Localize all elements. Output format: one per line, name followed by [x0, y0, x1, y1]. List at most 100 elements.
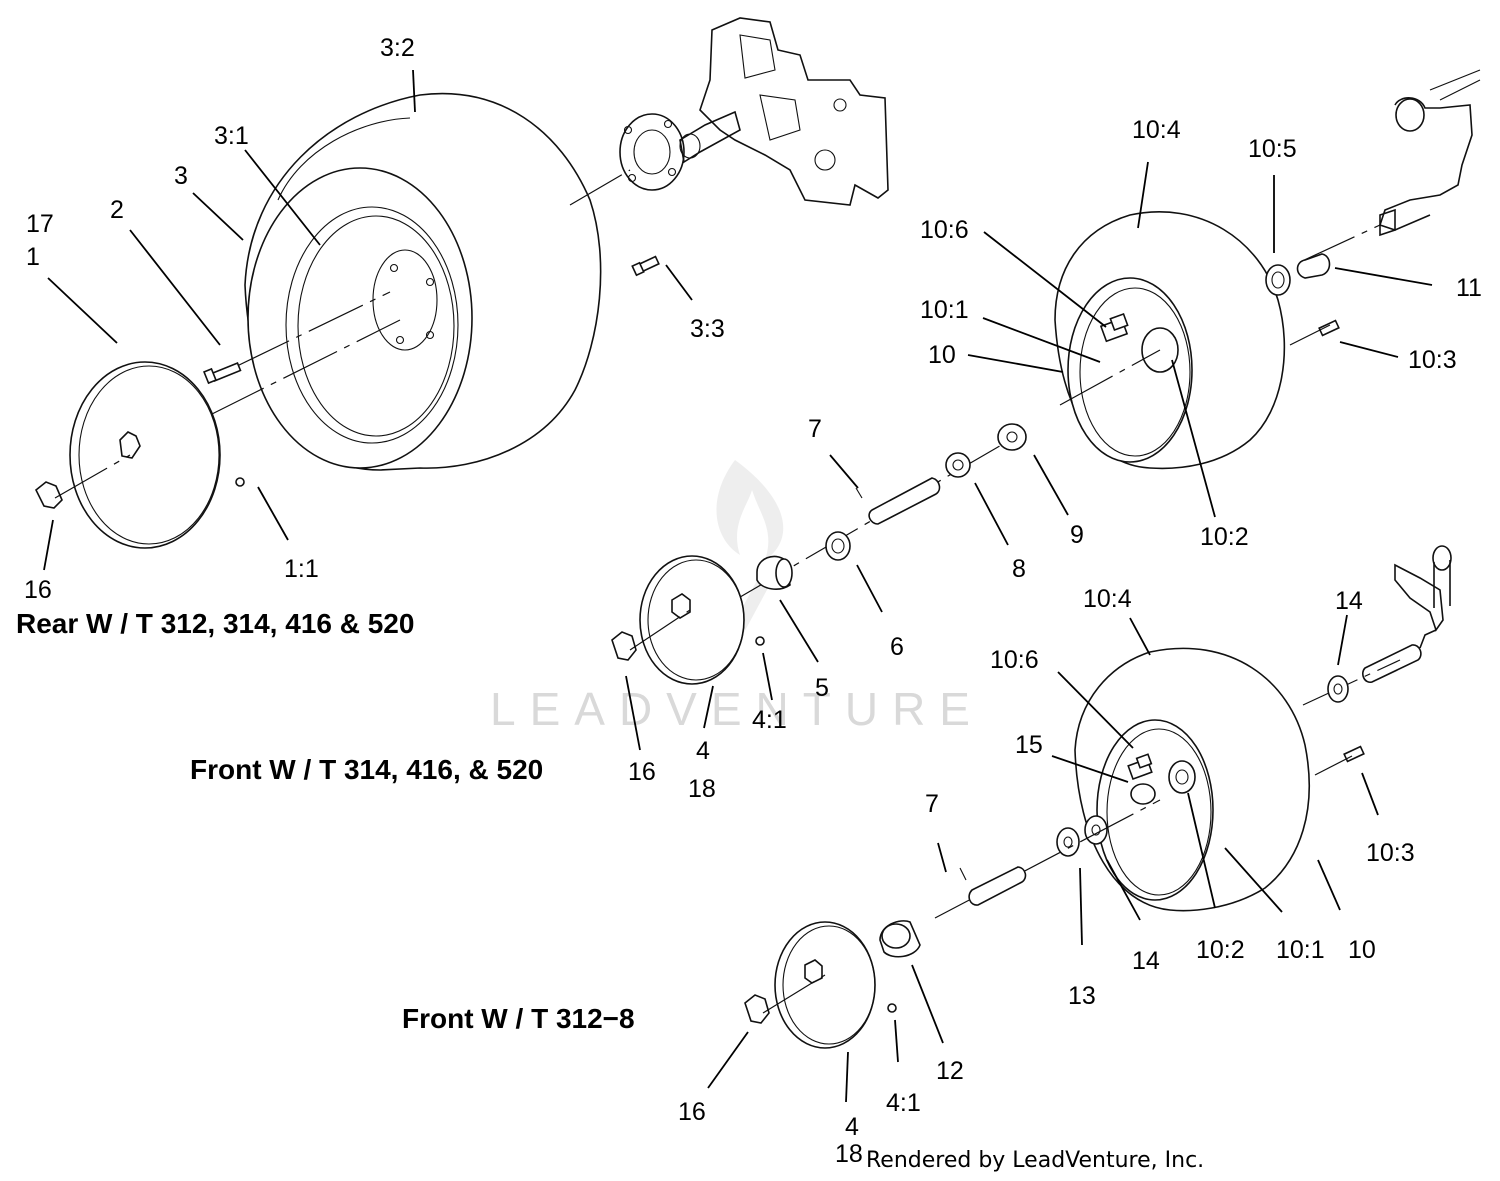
leader-10-lower — [1317, 859, 1341, 911]
middle-retainer-clip — [611, 631, 637, 661]
leader-10-1-upper — [982, 317, 1101, 363]
leader-11 — [1334, 267, 1433, 286]
rear-retainer-clip — [34, 481, 63, 509]
label-10-lower: 10 — [1348, 936, 1376, 964]
lower-spindle — [1362, 545, 1452, 683]
leader-10-4-upper — [1137, 161, 1149, 229]
label-10-6-upper: 10:6 — [920, 216, 969, 244]
label-10-6-lower: 10:6 — [990, 646, 1039, 674]
label-18-lower: 18 — [835, 1140, 863, 1168]
label-4-1-middle: 4:1 — [752, 706, 787, 734]
label-14-top: 14 — [1335, 587, 1363, 615]
rear-assembly — [34, 17, 889, 571]
leader-3 — [192, 192, 244, 241]
lower-hubcap — [774, 921, 897, 1049]
label-10-4-lower: 10:4 — [1083, 585, 1132, 613]
label-13: 13 — [1068, 982, 1096, 1010]
upper-spindle — [1378, 69, 1481, 237]
label-4-middle: 4 — [696, 737, 710, 765]
leader-10-6-lower — [1057, 671, 1134, 749]
label-3-3: 3:3 — [690, 315, 725, 343]
leader-7-middle — [829, 454, 859, 489]
label-10-3-upper: 10:3 — [1408, 346, 1457, 374]
label-14-lower: 14 — [1132, 947, 1160, 975]
leader-4-1-middle — [762, 652, 773, 701]
washer-9 — [997, 423, 1027, 451]
bushing-5 — [756, 555, 793, 590]
label-4-lower: 4 — [845, 1113, 859, 1141]
label-10-4-upper: 10:4 — [1132, 116, 1181, 144]
leader-13 — [1079, 867, 1083, 946]
leader-10-1-lower — [1224, 847, 1283, 913]
leader-2 — [129, 229, 221, 346]
lower-valve-centerline — [1314, 755, 1353, 776]
leader-15 — [1051, 755, 1129, 783]
washer-8 — [945, 452, 971, 478]
leader-10-4-lower — [1129, 617, 1151, 656]
callout-labels: 3:2 3:1 3 17 1 2 3:3 16 1:1 10:4 10:5 10… — [24, 34, 1482, 1168]
label-7-lower: 7 — [925, 790, 939, 818]
lower-grease-fitting — [1127, 753, 1153, 781]
axle-bolt-7-lower — [959, 866, 1027, 906]
valve-stem — [631, 255, 660, 277]
lower-spindle-centerline — [1302, 659, 1401, 706]
leader-7-lower — [937, 842, 947, 873]
leader-6 — [856, 564, 883, 613]
rear-tire — [244, 92, 602, 471]
leader-12 — [911, 964, 944, 1044]
upper-valve-centerline — [1289, 324, 1331, 346]
leader-3-1 — [244, 149, 321, 246]
axle-hub — [619, 110, 741, 191]
caption-rear: Rear W / T 312, 314, 416 & 520 — [16, 608, 414, 639]
leader-10-3-upper — [1339, 341, 1399, 358]
leader-10-3-lower — [1361, 772, 1379, 816]
caption-front-314-416-520: Front W / T 314, 416, & 520 — [190, 754, 543, 785]
label-8: 8 — [1012, 555, 1026, 583]
rear-hubcap-centerline — [54, 454, 131, 499]
label-1: 1 — [26, 243, 40, 271]
label-3: 3 — [174, 162, 188, 190]
axle-bolt-7 — [855, 477, 941, 525]
middle-hubcap-centerline — [629, 609, 691, 651]
leader-3-3 — [665, 264, 693, 301]
leader-10-2-lower — [1187, 792, 1216, 909]
label-6: 6 — [890, 633, 904, 661]
label-16-rear: 16 — [24, 576, 52, 604]
label-10-5: 10:5 — [1248, 135, 1297, 163]
label-16-middle: 16 — [628, 758, 656, 786]
bushing-12 — [879, 920, 921, 958]
label-10-2-lower: 10:2 — [1196, 936, 1245, 964]
label-18-middle: 18 — [688, 775, 716, 803]
leader-16-rear — [43, 519, 54, 571]
label-15: 15 — [1015, 731, 1043, 759]
transmission-housing — [699, 17, 889, 206]
leader-14-lower — [1106, 859, 1141, 921]
label-10-3-lower: 10:3 — [1366, 839, 1415, 867]
leader-4-lower — [845, 1051, 849, 1103]
leader-10-6-upper — [983, 231, 1107, 328]
label-16-lower: 16 — [678, 1098, 706, 1126]
leader-9 — [1033, 454, 1069, 516]
label-17: 17 — [26, 210, 54, 238]
upper-grease-fitting — [1099, 312, 1129, 343]
watermark-text: LEADVENTURE — [490, 683, 984, 735]
caption-front-312-8: Front W / T 312−8 — [402, 1003, 635, 1034]
upper-wheel-centerline — [1059, 349, 1161, 406]
front-wheel-middle-assembly — [611, 423, 1069, 751]
label-2: 2 — [110, 196, 124, 224]
label-10-1-lower: 10:1 — [1276, 936, 1325, 964]
lower-washer-14-top — [1327, 675, 1349, 703]
label-5: 5 — [815, 674, 829, 702]
label-10-1-upper: 10:1 — [920, 296, 969, 324]
credit-text: Rendered by LeadVenture, Inc. — [866, 1148, 1204, 1173]
rear-hubcap — [69, 361, 245, 549]
rear-bolt-centerline — [234, 291, 391, 368]
leader-1 — [47, 277, 118, 344]
rear-bolt — [203, 362, 242, 385]
label-9: 9 — [1070, 521, 1084, 549]
washer-13 — [1056, 827, 1080, 857]
label-12: 12 — [936, 1057, 964, 1085]
label-10-2-upper: 10:2 — [1200, 523, 1249, 551]
label-1-1: 1:1 — [284, 555, 319, 583]
